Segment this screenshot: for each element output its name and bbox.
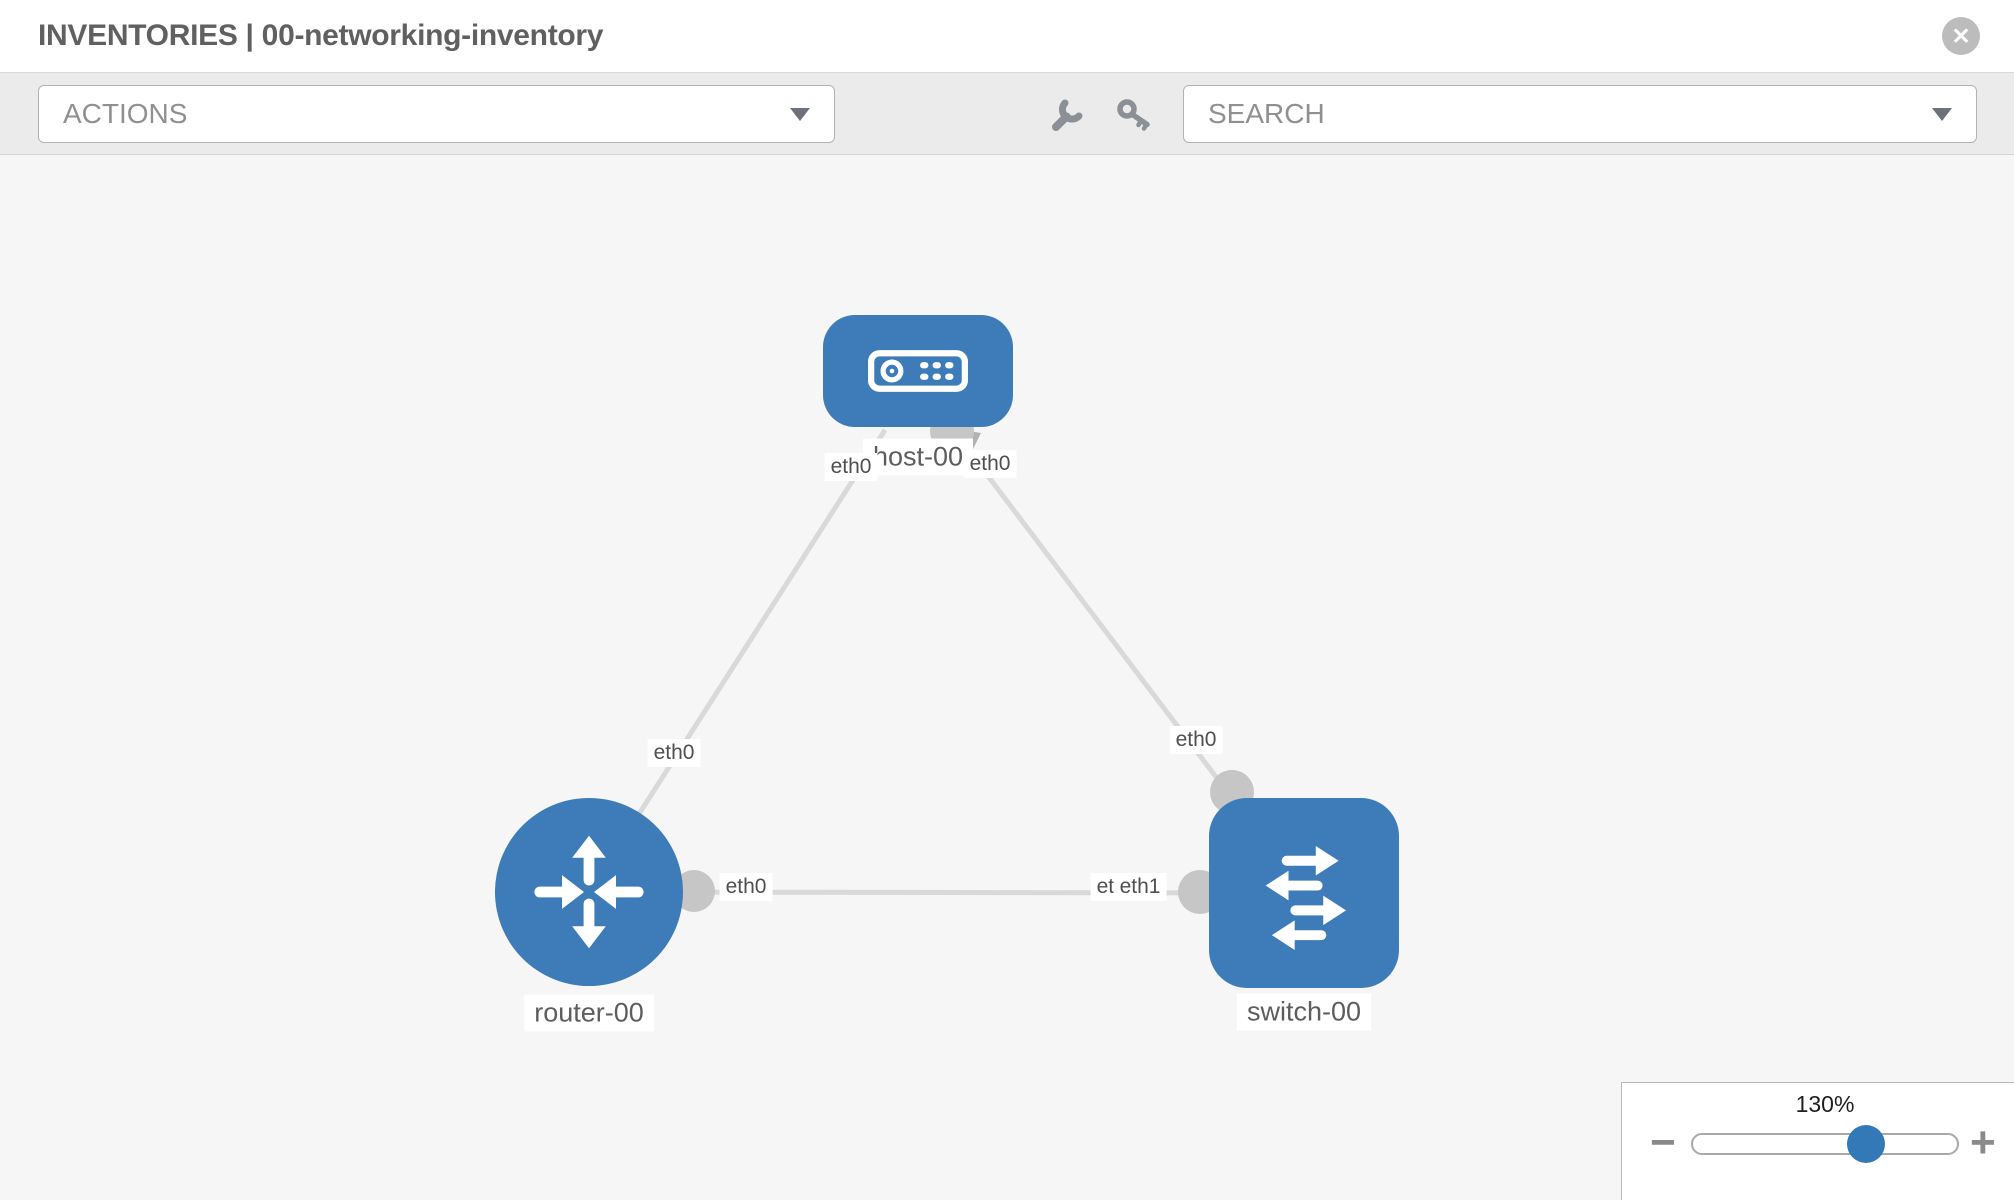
zoom-panel: 130% − + xyxy=(1621,1082,2014,1200)
toolbar: ACTIONS SEARCH xyxy=(0,73,2014,155)
key-icon[interactable] xyxy=(1114,96,1154,136)
host-icon xyxy=(868,350,968,392)
zoom-slider-handle[interactable] xyxy=(1847,1125,1885,1163)
topology-canvas[interactable]: host-00 router-00 switch-00 eth0 eth0 eth0… xyxy=(0,155,2014,1200)
wrench-icon[interactable] xyxy=(1046,96,1086,136)
node-label-router: router-00 xyxy=(524,994,654,1032)
header: INVENTORIES | 00-networking-inventory ✕ xyxy=(0,0,2014,73)
zoom-slider-track[interactable] xyxy=(1691,1125,1959,1163)
switch-icon xyxy=(1265,845,1347,950)
node-label-switch: switch-00 xyxy=(1236,993,1372,1031)
interface-bubble[interactable] xyxy=(673,870,715,912)
node-host[interactable] xyxy=(823,315,1013,427)
node-label-host: host-00 xyxy=(862,438,974,476)
interface-label: eth0 xyxy=(963,450,1017,478)
node-switch[interactable] xyxy=(1209,798,1399,988)
actions-dropdown-label: ACTIONS xyxy=(63,98,188,129)
page-title: INVENTORIES | 00-networking-inventory xyxy=(38,19,604,52)
zoom-out-button[interactable]: − xyxy=(1650,1118,1676,1167)
chevron-down-icon xyxy=(790,107,810,121)
interface-label: eth0 xyxy=(824,453,878,481)
node-router[interactable] xyxy=(495,798,683,986)
zoom-level-value: 130% xyxy=(1795,1091,1855,1117)
close-icon[interactable]: ✕ xyxy=(1942,17,1980,55)
interface-label: eth1 xyxy=(1113,873,1167,901)
interface-label: eth0 xyxy=(1169,726,1223,754)
topology-links-layer xyxy=(586,409,1306,914)
search-dropdown-label: SEARCH xyxy=(1208,98,1325,129)
search-dropdown[interactable]: SEARCH xyxy=(1183,85,1977,143)
zoom-in-button[interactable]: + xyxy=(1970,1118,1996,1167)
router-icon xyxy=(534,835,644,949)
actions-dropdown[interactable]: ACTIONS xyxy=(38,85,835,143)
interface-label: eth0 xyxy=(719,873,773,901)
chevron-down-icon xyxy=(1932,107,1952,121)
interface-label: eth0 xyxy=(647,739,701,767)
